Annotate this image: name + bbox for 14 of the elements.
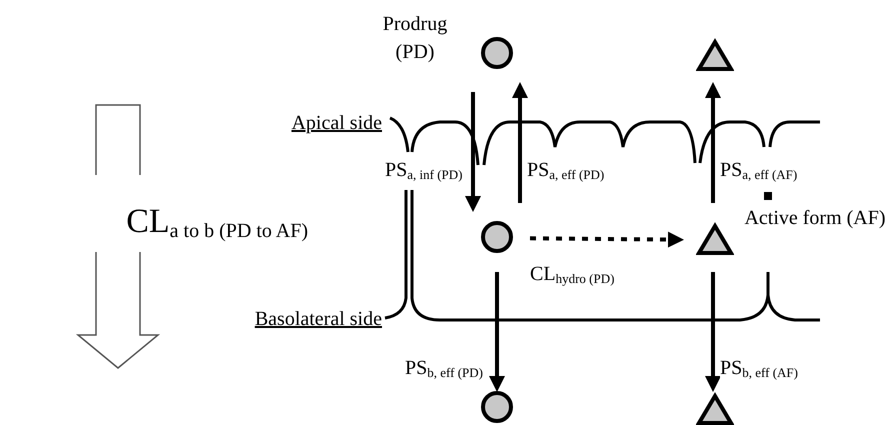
arrow [530, 232, 684, 248]
triangle-molecule [696, 392, 734, 425]
arrow [465, 92, 481, 212]
circle-molecule [480, 220, 514, 254]
arrow [705, 82, 721, 203]
triangle-molecule [696, 222, 734, 256]
arrow [705, 272, 721, 392]
molecule-caption: Active form (AF) [743, 206, 887, 231]
arrow [489, 272, 505, 392]
circle-molecule [480, 36, 514, 70]
arrow [512, 82, 528, 203]
circle-molecule [480, 390, 514, 424]
molecule-caption: Prodrug (PD) [382, 12, 448, 65]
triangle-molecule [696, 38, 734, 72]
